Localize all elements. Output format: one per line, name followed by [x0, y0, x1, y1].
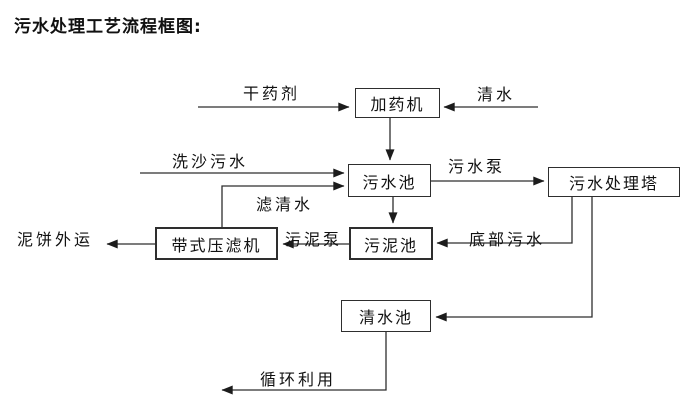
label-sewage-pump: 污水泵: [448, 157, 506, 176]
node-clean-water-pool: 清水池: [341, 300, 431, 332]
diagram-title: 污水处理工艺流程框图:: [14, 17, 202, 37]
arrow-recycle-out: [221, 332, 387, 395]
node-sludge-pool: 污泥池: [349, 227, 433, 260]
label-mud-cake-out: 泥饼外运: [17, 230, 94, 249]
label-sand-washing-sewage: 洗沙污水: [172, 152, 249, 171]
arrow-filtered-water-to-sewage-pool: [221, 181, 345, 227]
node-sewage-pool: 污水池: [348, 164, 431, 197]
node-dosing-machine: 加药机: [355, 88, 440, 118]
label-filtered-water: 滤清水: [256, 195, 314, 214]
arrow-tower-to-clean-water-pool: [435, 197, 593, 322]
label-recycle: 循环利用: [260, 370, 337, 389]
node-belt-filter-press: 带式压滤机: [155, 227, 278, 260]
node-treatment-tower: 污水处理塔: [548, 167, 680, 197]
label-bottom-sewage: 底部污水: [469, 230, 546, 249]
arrow-bottom-sewage-to-sludge-pool: [436, 197, 573, 248]
label-dry-agent: 干药剂: [243, 84, 301, 103]
label-clean-water: 清水: [477, 85, 516, 104]
label-sludge-pump: 污泥泵: [285, 230, 343, 249]
